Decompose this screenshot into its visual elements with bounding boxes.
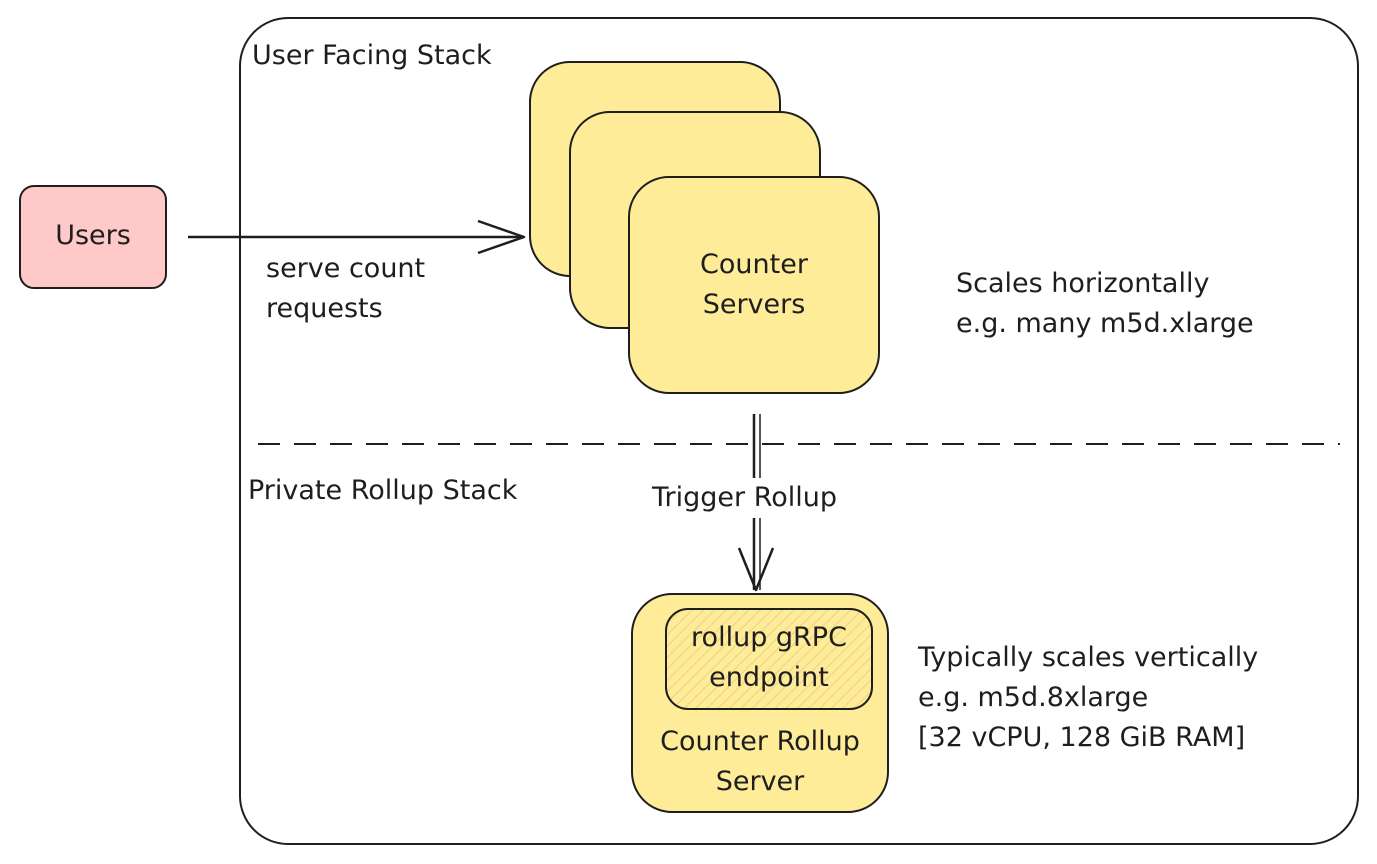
vertical-note-line2: e.g. m5d.8xlarge (918, 682, 1149, 713)
edge-label-line1: serve count (266, 253, 426, 284)
counter-servers-label-line2: Servers (702, 289, 806, 320)
grpc-endpoint-box (665, 608, 873, 710)
counter-server-card-front (628, 176, 880, 394)
vertical-note-line1: Typically scales vertically (918, 642, 1259, 673)
grpc-endpoint-label-line1: rollup gRPC (691, 622, 847, 653)
users-to-servers-arrow (188, 219, 526, 255)
rollup-server-label-line1: Counter Rollup (660, 726, 860, 757)
trigger-rollup-label: Trigger Rollup (648, 478, 842, 518)
grpc-endpoint-label: rollup gRPC endpoint (666, 618, 872, 698)
horizontal-note-line1: Scales horizontally (956, 268, 1210, 299)
rollup-server-label: Counter Rollup Server (632, 722, 888, 802)
edge-label-line2: requests (266, 293, 383, 324)
users-box (19, 185, 167, 289)
grpc-endpoint-label-line2: endpoint (709, 662, 829, 693)
vertical-note-line3: [32 vCPU, 128 GiB RAM] (918, 722, 1246, 753)
horizontal-scaling-note: Scales horizontally e.g. many m5d.xlarge (956, 264, 1254, 344)
vertical-scaling-note: Typically scales vertically e.g. m5d.8xl… (918, 638, 1258, 758)
users-label: Users (55, 220, 131, 251)
counter-servers-label: Counter Servers (629, 245, 879, 325)
user-facing-stack-title: User Facing Stack (252, 40, 492, 71)
counter-servers-label-line1: Counter (700, 249, 808, 280)
horizontal-note-line2: e.g. many m5d.xlarge (956, 308, 1254, 339)
stack-container (239, 17, 1359, 845)
rollup-server-label-line2: Server (715, 766, 805, 797)
private-rollup-stack-title: Private Rollup Stack (248, 475, 518, 506)
serve-count-requests-label: serve count requests (266, 249, 425, 329)
